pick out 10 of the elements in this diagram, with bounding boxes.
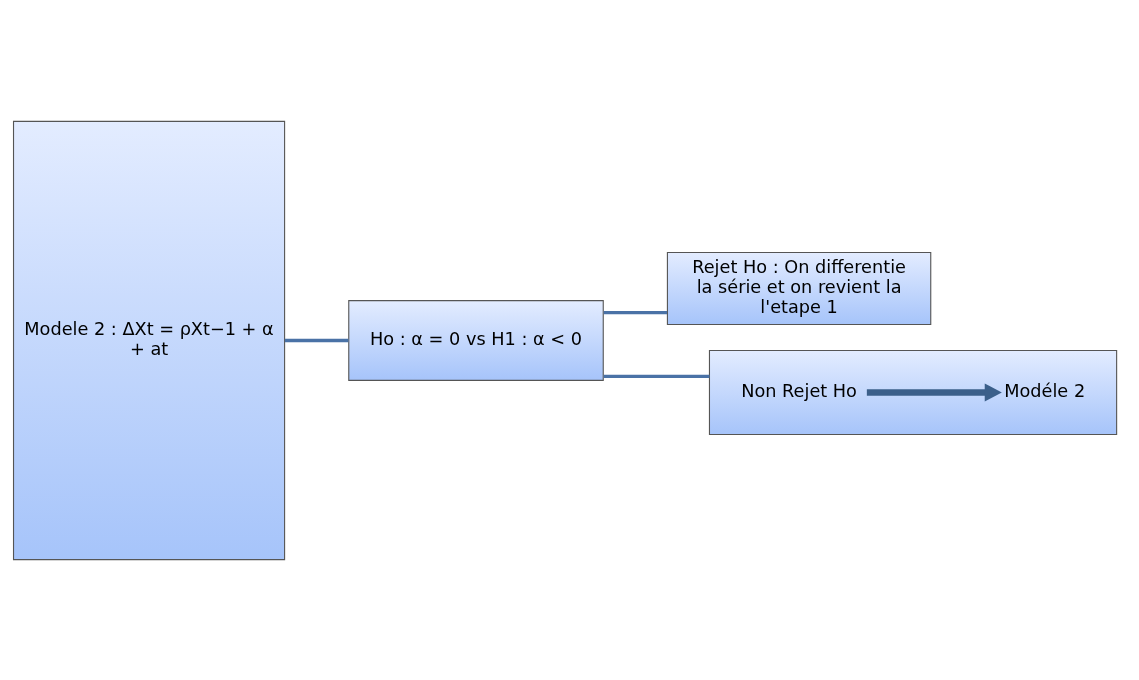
node-text: Modéle 2 bbox=[1004, 380, 1086, 401]
arrow bbox=[866, 383, 1002, 401]
node-box: Rejet Ho : On differentie la série et on revient la l'etape 1 bbox=[666, 251, 932, 325]
connector bbox=[284, 338, 349, 342]
node-box: Ho : α = 0 vs H1 : α < 0 bbox=[348, 299, 604, 381]
node-text: Non Rejet Ho bbox=[741, 380, 857, 401]
connector bbox=[603, 310, 667, 314]
cluster bbox=[708, 349, 1118, 435]
node-box: Modele 2 : ΔXt = ρXt−1 + α + at bbox=[12, 120, 286, 560]
connector bbox=[603, 374, 710, 378]
